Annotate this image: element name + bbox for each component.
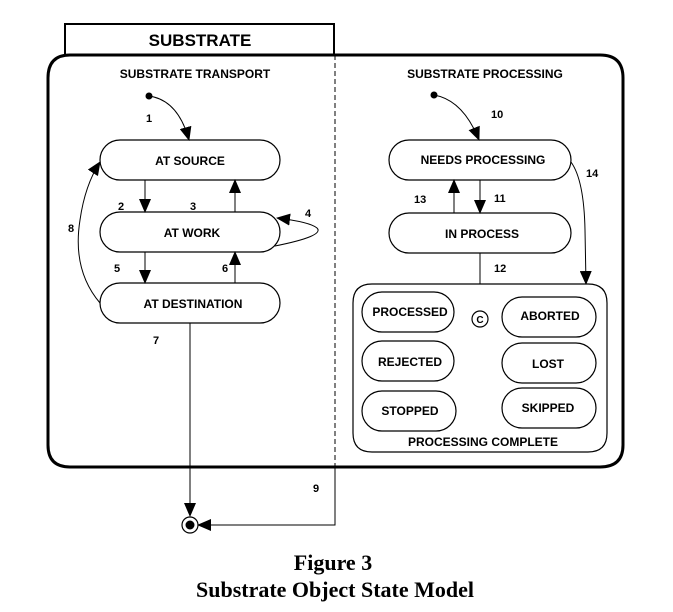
transition-label-8: 8 — [68, 223, 74, 235]
state-processed[interactable]: PROCESSED — [361, 291, 455, 333]
state-rejected[interactable]: REJECTED — [361, 340, 455, 382]
transition-9 — [197, 467, 336, 531]
transition-label-6: 6 — [222, 263, 228, 275]
state-at-destination[interactable]: AT DESTINATION — [99, 282, 281, 324]
transition-8 — [77, 161, 101, 304]
state-needs-processing[interactable]: NEEDS PROCESSING — [388, 139, 572, 181]
condition-label: C — [476, 315, 483, 326]
state-label: STOPPED — [381, 404, 438, 418]
transition-4 — [274, 213, 319, 247]
state-label: PROCESSING COMPLETE — [408, 435, 558, 449]
state-label: SKIPPED — [522, 401, 575, 415]
transition-14 — [570, 161, 592, 285]
state-at-work[interactable]: AT WORK — [99, 211, 281, 253]
transition-label-4: 4 — [305, 208, 312, 220]
transition-label-3: 3 — [190, 201, 196, 213]
region-label-transport: SUBSTRATE TRANSPORT — [120, 67, 271, 81]
transition-label-7: 7 — [153, 335, 159, 347]
state-label: IN PROCESS — [445, 227, 519, 241]
state-stopped[interactable]: STOPPED — [361, 390, 457, 432]
figure-number: Figure 3 — [294, 550, 372, 575]
outer-container — [46, 53, 625, 469]
state-lost[interactable]: LOST — [501, 342, 597, 384]
transition-label-12: 12 — [494, 263, 506, 275]
transition-label-5: 5 — [114, 263, 120, 275]
state-label: LOST — [532, 357, 565, 371]
state-label: AT WORK — [164, 226, 221, 240]
transition-label-14: 14 — [586, 168, 599, 180]
final-node — [181, 516, 199, 534]
state-label: ABORTED — [520, 309, 580, 323]
transition-label-1: 1 — [146, 113, 152, 125]
transition-10 — [433, 94, 480, 141]
transition-label-10: 10 — [491, 109, 503, 121]
state-label: REJECTED — [378, 355, 442, 369]
header-tab — [64, 23, 335, 56]
transition-1 — [148, 95, 192, 141]
state-skipped[interactable]: SKIPPED — [501, 387, 597, 429]
transition-label-13: 13 — [414, 194, 426, 206]
header-title: SUBSTRATE — [149, 31, 252, 50]
transition-label-11: 11 — [494, 193, 506, 205]
state-label: AT DESTINATION — [144, 297, 243, 311]
transition-label-2: 2 — [118, 201, 124, 213]
region-label-processing: SUBSTRATE PROCESSING — [407, 67, 563, 81]
state-label: PROCESSED — [372, 305, 448, 319]
state-label: AT SOURCE — [155, 154, 225, 168]
state-label: NEEDS PROCESSING — [421, 153, 546, 167]
state-aborted[interactable]: ABORTED — [501, 296, 597, 338]
transition-label-9: 9 — [313, 483, 319, 495]
condition-node: C — [471, 310, 489, 328]
state-in-process[interactable]: IN PROCESS — [388, 212, 572, 254]
figure-title: Substrate Object State Model — [196, 577, 474, 602]
state-at-source[interactable]: AT SOURCE — [99, 139, 281, 181]
